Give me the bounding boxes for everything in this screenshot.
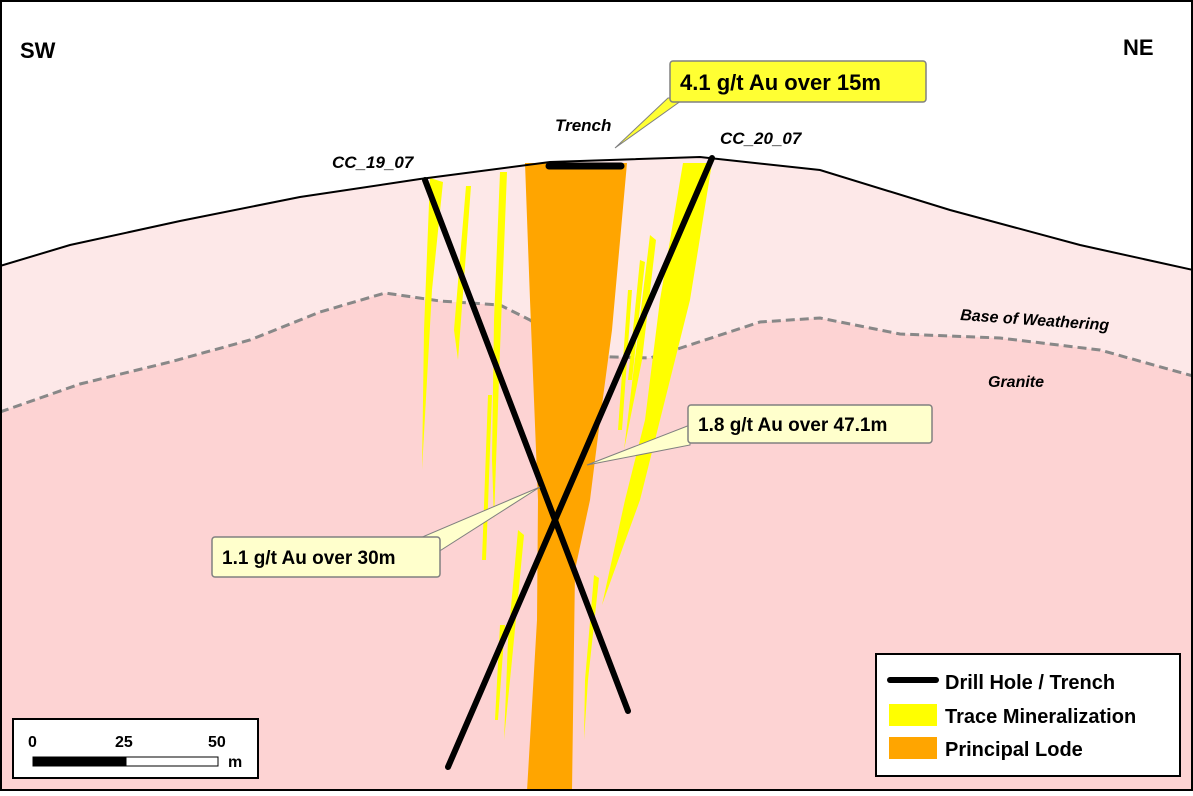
drill-hole-cc-20-07 [445, 155, 715, 770]
trace-vein [602, 163, 712, 605]
topography-line [1, 155, 1192, 271]
scale-segment-filled [32, 756, 127, 767]
scale-bar-frame [12, 718, 259, 779]
scale-bar: 0 25 50 m [12, 718, 259, 779]
trace-vein [422, 178, 443, 470]
trench-label: Trench [555, 116, 611, 135]
granite-label: Granite [988, 374, 1044, 391]
hole-label-cc-19-07: CC_19_07 [332, 153, 415, 172]
callout-box [687, 404, 933, 444]
legend-swatch-lode [889, 737, 937, 759]
scale-tick-50: 50 [208, 734, 226, 751]
legend-label-trace: Trace Mineralization [945, 706, 1136, 728]
trace-vein [504, 530, 524, 740]
drill-hole-cc-19-07 [422, 177, 631, 714]
callout-hole-b-intercept: 1.8 g/t Au over 47.1m [586, 404, 933, 466]
callout-text: 1.8 g/t Au over 47.1m [698, 415, 887, 436]
direction-sw: SW [20, 38, 56, 63]
scale-tick-0: 0 [28, 734, 37, 751]
callout-hole-a-intercept: 1.1 g/t Au over 30m [211, 486, 541, 578]
callout-box [669, 60, 927, 103]
callout-text: 4.1 g/t Au over 15m [680, 70, 881, 95]
hole-label-cc-20-07: CC_20_07 [720, 129, 803, 148]
scale-segment-empty [125, 756, 219, 767]
callout-box [211, 536, 441, 578]
legend-swatch-trace [889, 704, 937, 726]
trace-mineralization [422, 163, 712, 740]
trace-vein [624, 235, 656, 450]
direction-ne: NE [1123, 35, 1154, 60]
base-of-weathering-line [1, 291, 1192, 414]
trace-vein [492, 172, 507, 520]
scale-unit: m [228, 754, 242, 771]
legend-label-lode: Principal Lode [945, 739, 1083, 761]
scale-tick-25: 25 [115, 734, 133, 751]
trace-vein [628, 260, 645, 380]
callout-text: 1.1 g/t Au over 30m [222, 548, 396, 569]
callout-trench-intercept: 4.1 g/t Au over 15m [614, 60, 927, 149]
legend: Drill Hole / Trench Trace Mineralization… [875, 653, 1181, 777]
legend-label-drill-hole: Drill Hole / Trench [945, 672, 1115, 694]
